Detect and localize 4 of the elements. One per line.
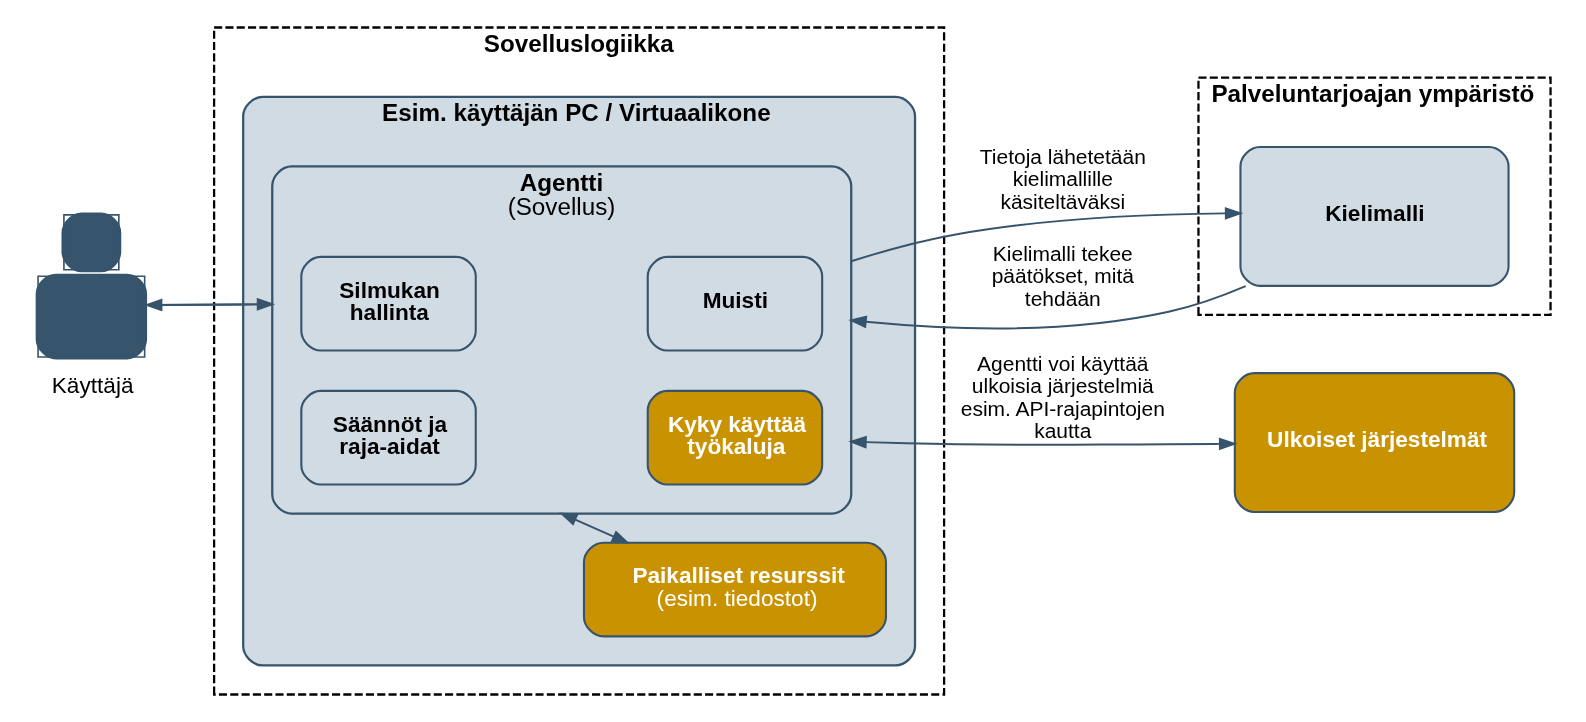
node-label: Käyttäjä [51,372,134,398]
edge-label: Agentti voi käyttää ulkoisia järjestelmiä esim. API-rajapintojen kautta [960,351,1165,443]
edge-label: Kielimalli tekee päätökset, mitä tehdään [991,241,1134,310]
edge-label: Tietoja lähetetään kielimallille käsiteltäväksi [979,144,1146,214]
